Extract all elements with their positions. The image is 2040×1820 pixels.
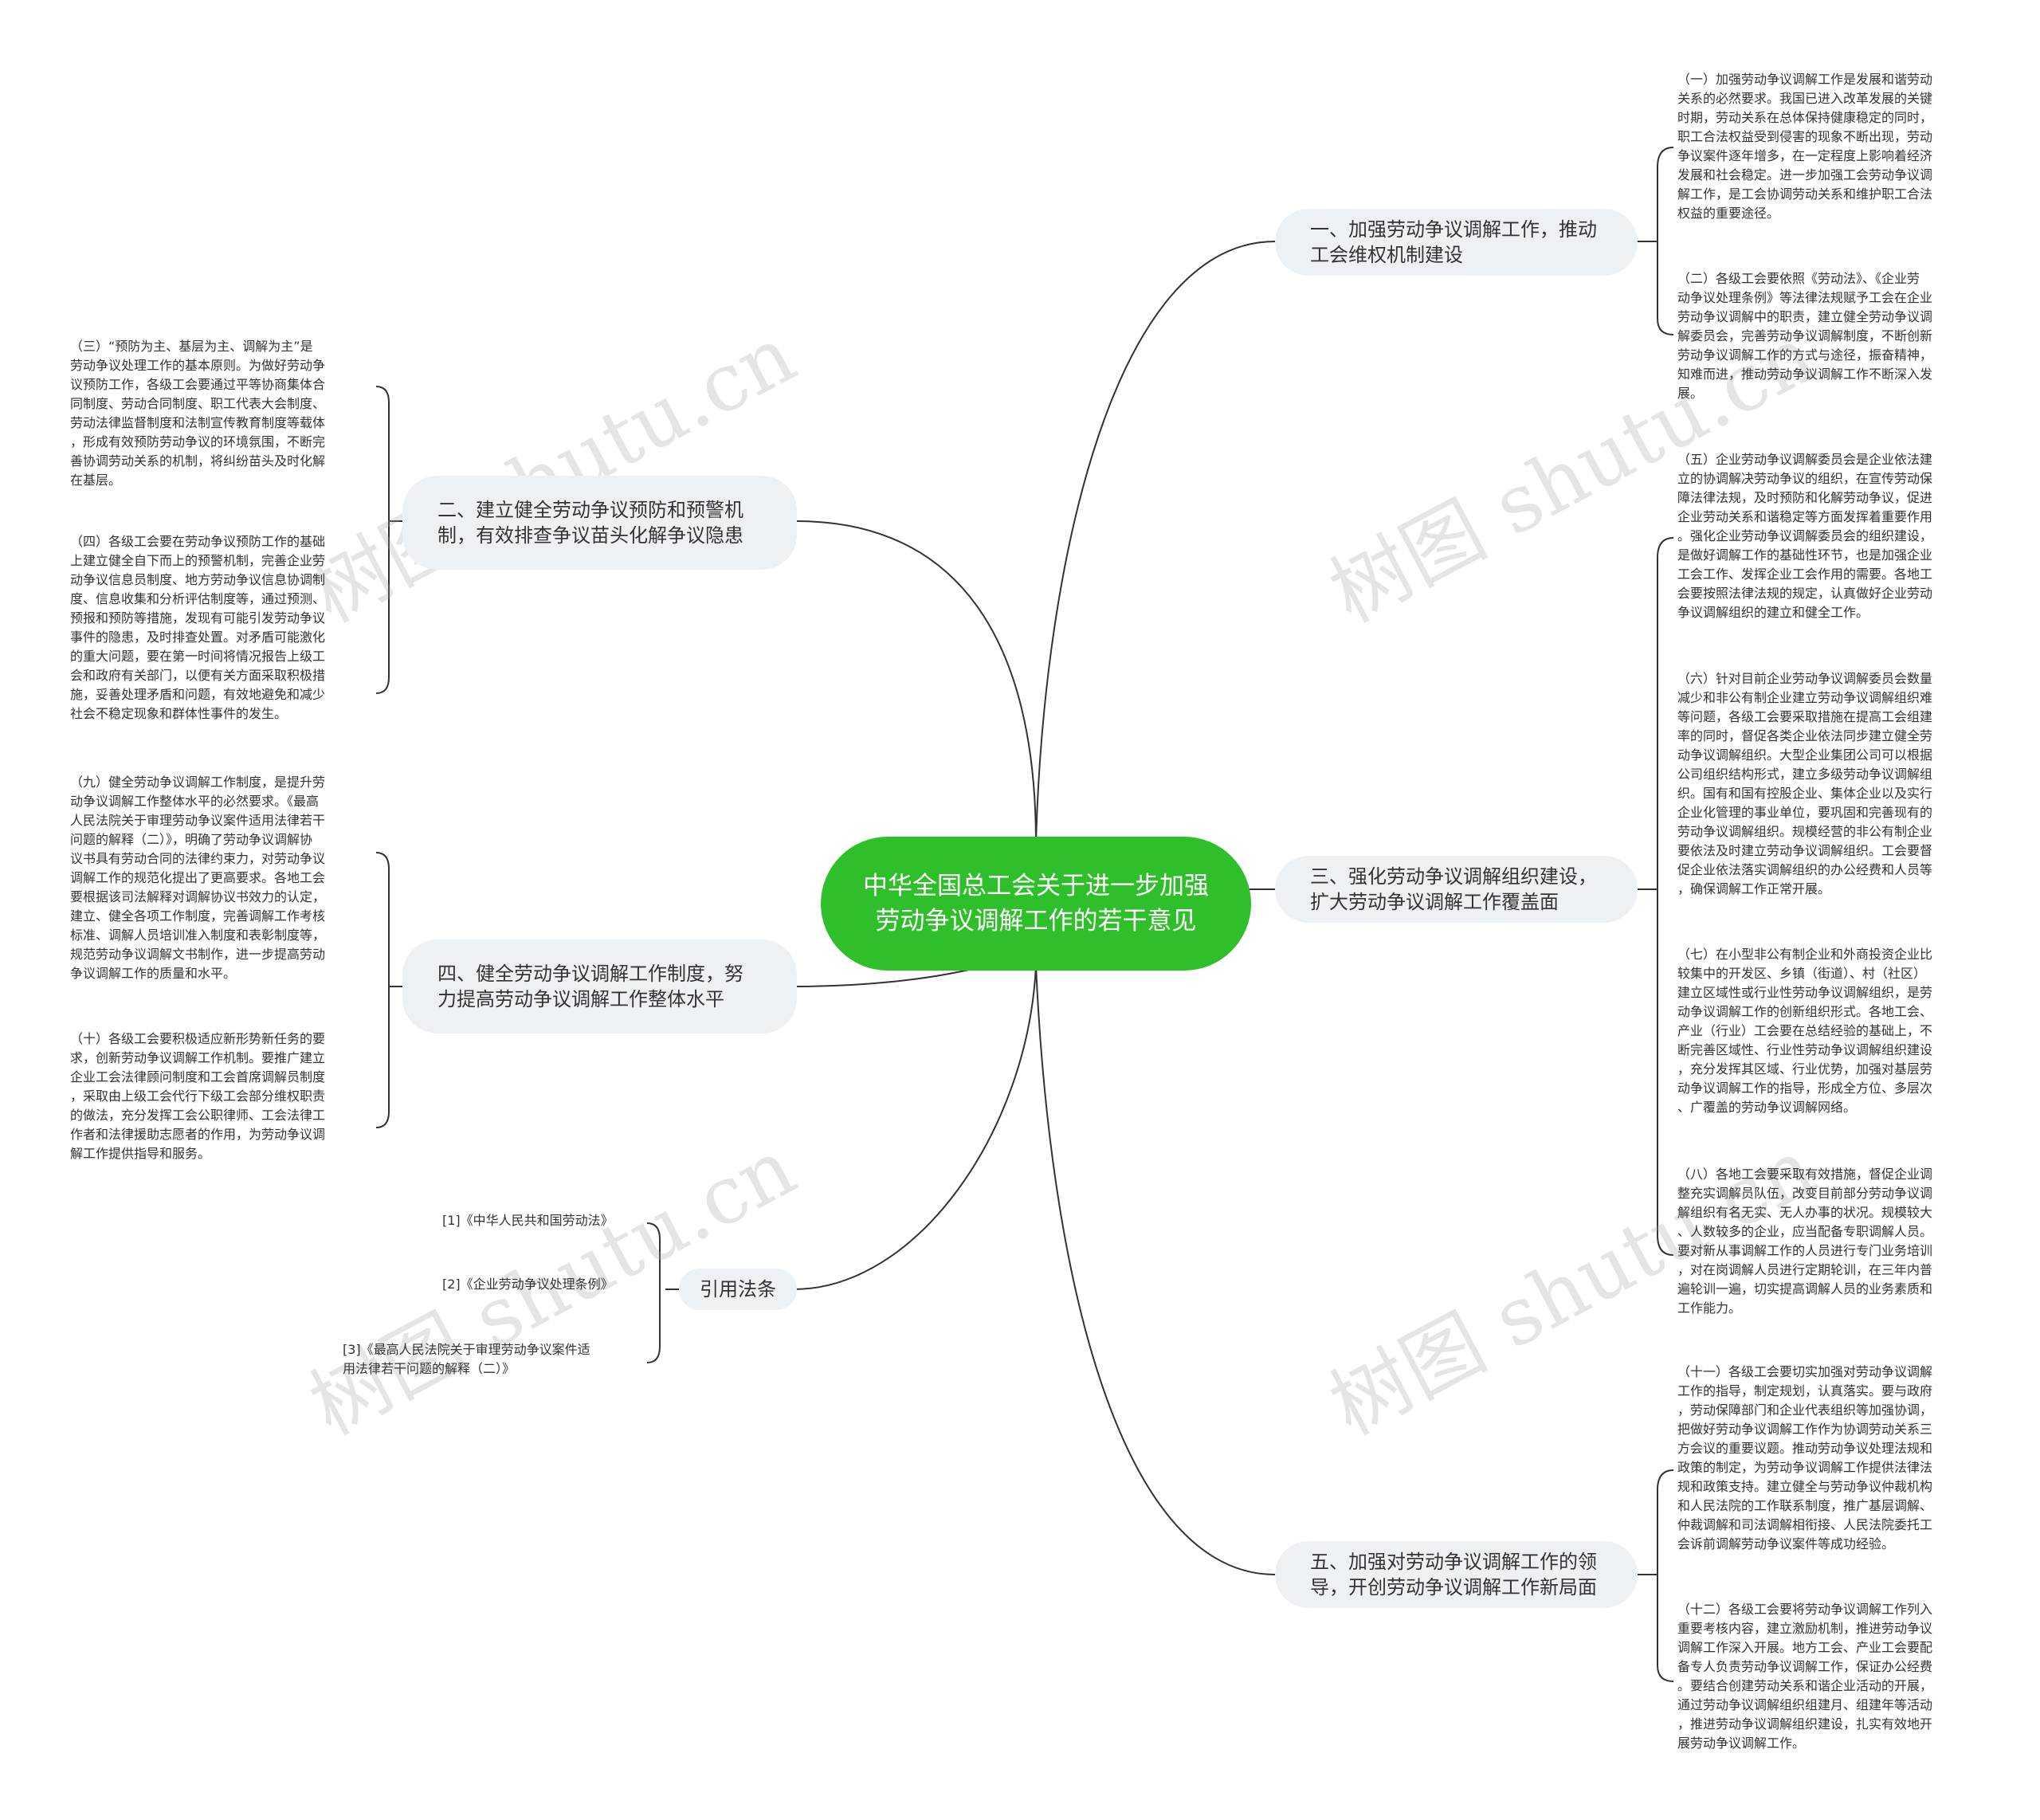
connector-central-branch-1 <box>1035 241 1276 844</box>
bracket-branch-5 <box>1657 1469 1674 1682</box>
leaf-item-3: （三）“预防为主、基层为主、调解为主”是 劳动争议处理工作的基本原则。为做好劳动… <box>70 339 326 488</box>
leaf-item-8: （八）各地工会要采取有效措施，督促企业调 整充实调解员队伍，改变目前部分劳动争议… <box>1677 1167 1933 1316</box>
connector-central-branch-2 <box>796 520 1037 844</box>
connector-central-branch-5 <box>1035 965 1276 1575</box>
branch-topic-6[interactable]: 引用法条 <box>679 1269 797 1310</box>
leaf-item-11: （十一）各级工会要切实加强对劳动争议调解 工作的指导，制定规划，认真落实。要与政… <box>1677 1364 1933 1551</box>
leaf-item-1: （一）加强劳动争议调解工作是发展和谐劳动 关系的必然要求。我国已进入改革发展的关… <box>1677 72 1933 221</box>
leaf-item-10: （十）各级工会要积极适应新形势新任务的要 求，创新劳动争议调解工作机制。要推广建… <box>70 1031 326 1161</box>
citation-item-1: [1]《中华人民共和国劳动法》 <box>442 1213 614 1228</box>
leaf-item-9: （九）健全劳动争议调解工作制度，是提升劳 动争议调解工作整体水平的必然要求。《最… <box>70 775 326 981</box>
connector-central-branch-4 <box>793 968 973 987</box>
leaf-item-4: （四）各级工会要在劳动争议预防工作的基础 上建立健全自下而上的预警机制，完善企业… <box>70 534 326 721</box>
bracket-branch-6 <box>646 1222 661 1363</box>
bracket-branch-4 <box>375 852 390 1128</box>
connector-central-branch-6 <box>793 965 1037 1290</box>
leaf-item-7: （七）在小型非公有制企业和外商投资企业比 较集中的开发区、乡镇（街道）、村（社区… <box>1677 947 1933 1115</box>
leaf-item-2: （二）各级工会要依照《劳动法》、《企业劳 动争议处理条例》等法律法规赋予工会在企… <box>1677 271 1933 401</box>
branch-topic-3[interactable]: 三、强化劳动争议调解组织建设，扩大劳动争议调解工作覆盖面 <box>1275 856 1638 923</box>
branch-topic-4[interactable]: 四、健全劳动争议调解工作制度，努力提高劳动争议调解工作整体水平 <box>402 939 797 1034</box>
leaf-item-12: （十二）各级工会要将劳动争议调解工作列入 重要考核内容，建立激励机制，推进劳动争… <box>1677 1602 1933 1751</box>
branch-topic-5[interactable]: 五、加强对劳动争议调解工作的领导，开创劳动争议调解工作新局面 <box>1275 1541 1638 1608</box>
branch-topic-2[interactable]: 二、建立健全劳动争议预防和预警机制，有效排查争议苗头化解争议隐患 <box>402 476 797 570</box>
branch-topic-1[interactable]: 一、加强劳动争议调解工作，推动工会维权机制建设 <box>1275 209 1638 276</box>
leaf-item-6: （六）针对目前企业劳动争议调解委员会数量 减少和非公有制企业建立劳动争议调解组织… <box>1677 671 1933 896</box>
leaf-item-5: （五）企业劳动争议调解委员会是企业依法建 立的协调解决劳动争议的组织，在宣传劳动… <box>1677 452 1933 620</box>
bracket-branch-2 <box>375 386 390 694</box>
bracket-branch-1 <box>1657 147 1674 335</box>
bracket-branch-3 <box>1657 537 1674 1256</box>
citation-item-3: [3]《最高人民法院关于审理劳动争议案件适 用法律若干问题的解释（二）》 <box>343 1342 590 1376</box>
citation-item-2: [2]《企业劳动争议处理条例》 <box>442 1277 614 1292</box>
central-topic[interactable]: 中华全国总工会关于进一步加强劳动争议调解工作的若干意见 <box>821 837 1251 971</box>
